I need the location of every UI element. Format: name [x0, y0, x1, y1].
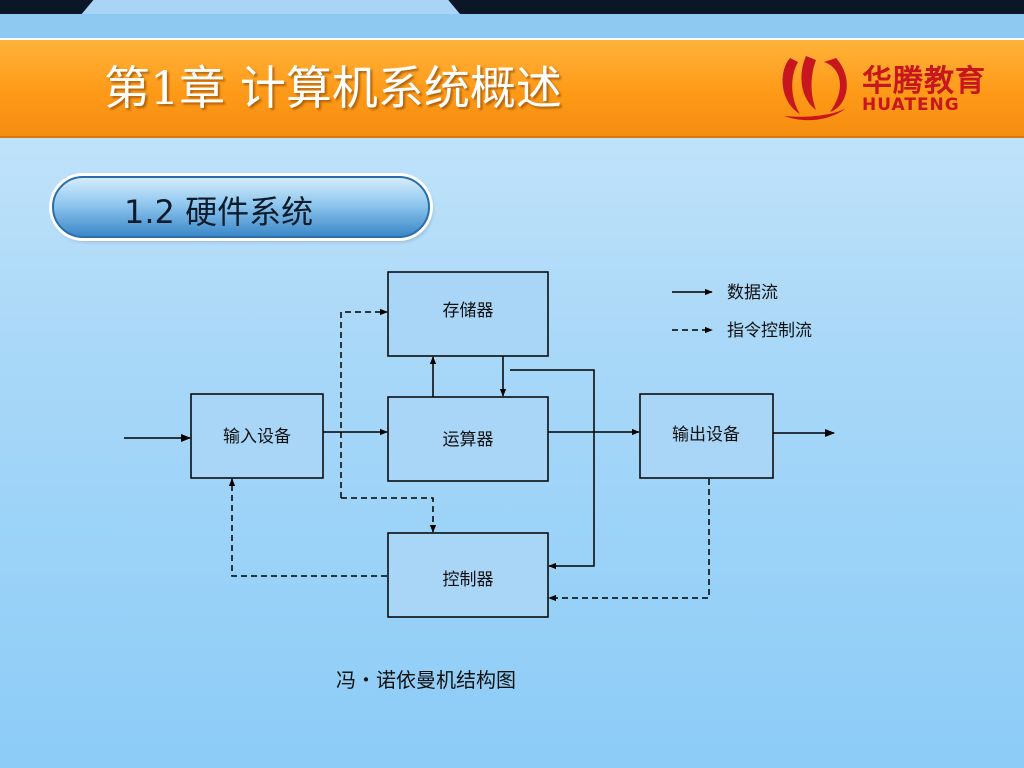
- control-flow-to-memory: [340, 308, 388, 498]
- controller-node: 控制器: [387, 532, 549, 618]
- page-title: 第1章 计算机系统概述: [104, 61, 562, 115]
- controller-label: 控制器: [443, 570, 494, 590]
- legend: 数据流 指令控制流: [672, 283, 812, 341]
- memory-node: 存储器: [387, 271, 549, 357]
- top-band: [0, 14, 1024, 38]
- top-tab: [81, 0, 460, 14]
- control-flow-to-alu: [341, 497, 437, 533]
- control-flow-input-controller: [228, 478, 387, 577]
- diagram-caption: 冯・诺依曼机结构图: [336, 668, 516, 692]
- control-flow-output-controller: [548, 479, 710, 602]
- memory-label: 存储器: [443, 301, 494, 321]
- top-bar: [0, 0, 1024, 14]
- alu-label: 运算器: [443, 430, 494, 450]
- legend-data-flow-label: 数据流: [727, 283, 778, 303]
- output-device-label: 输出设备: [672, 425, 740, 445]
- logo-mark-icon: [782, 56, 847, 121]
- title-bar: [0, 38, 1024, 138]
- output-device-node: 输出设备: [639, 393, 774, 479]
- alu-node: 运算器: [387, 396, 549, 482]
- logo: 华腾教育 HUATENG: [776, 50, 1016, 122]
- logo-text-en: HUATENG: [862, 95, 960, 115]
- input-device-label: 输入设备: [223, 427, 291, 447]
- section-pill: [52, 176, 430, 238]
- instruction-flow-memory-to-controller: [510, 369, 595, 570]
- legend-control-flow-label: 指令控制流: [727, 321, 812, 341]
- logo-text-cn: 华腾教育: [862, 64, 986, 99]
- section-title: 1.2 硬件系统: [124, 193, 314, 231]
- input-device-node: 输入设备: [190, 393, 324, 479]
